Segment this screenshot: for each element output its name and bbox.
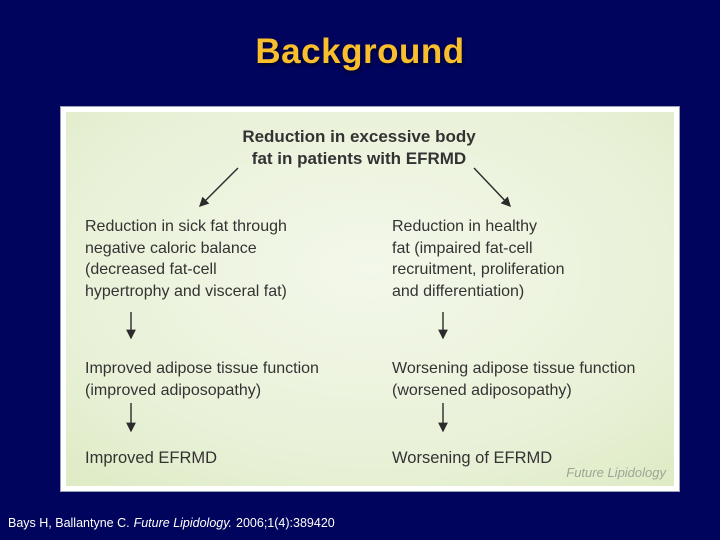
figure-image: Reduction in excessive body fat in patie… (60, 106, 680, 492)
right-effect-line: (worsened adiposopathy) (392, 381, 572, 399)
citation-authors: Bays H, Ballantyne C. (8, 516, 130, 530)
right-outcome-text: Worsening of EFRMD (392, 449, 553, 467)
right-effect-line: Worsening adipose tissue function (392, 360, 636, 377)
root-node-line: fat in patients with EFRMD (251, 148, 467, 168)
right-effect-text: Worsening adipose tissue function (worse… (392, 358, 635, 401)
slide-title: Background (255, 32, 465, 71)
arrow-root-to-right-icon (473, 167, 511, 208)
left-cause-text: Reduction in sick fat through negative c… (85, 216, 287, 302)
flow-diagram-panel: Reduction in excessive body fat in patie… (66, 112, 674, 486)
right-cause-text: Reduction in healthy fat (impaired fat-c… (392, 216, 565, 302)
left-effect-text: Improved adipose tissue function (improv… (85, 358, 319, 401)
citation-text: Bays H, Ballantyne C.Future Lipidology.2… (8, 516, 335, 530)
right-cause-line: Reduction in healthy (392, 218, 537, 235)
left-cause-line: Reduction in sick fat through (85, 218, 287, 235)
right-cause-line: recruitment, proliferation (392, 261, 565, 278)
right-cause-line: and differentiation) (392, 282, 525, 300)
left-effect-line: Improved adipose tissue function (85, 360, 319, 377)
citation-reference: 2006;1(4):389420 (236, 516, 335, 530)
left-cause-line: (decreased fat-cell (85, 261, 217, 278)
arrow-root-to-left-icon (199, 167, 239, 207)
flow-arrows (126, 167, 511, 433)
right-cause-line: fat (impaired fat-cell (392, 239, 533, 257)
root-node-text: Reduction in excessive body fat in patie… (242, 126, 475, 169)
left-outcome-text: Improved EFRMD (85, 449, 218, 467)
left-effect-line: (improved adiposopathy) (85, 381, 262, 399)
left-cause-line: negative caloric balance (85, 239, 257, 257)
journal-watermark: Future Lipidology (566, 465, 666, 480)
root-node-line: Reduction in excessive body (242, 127, 476, 146)
left-cause-line: hypertrophy and visceral fat) (85, 282, 287, 300)
citation-journal: Future Lipidology. (133, 516, 233, 530)
